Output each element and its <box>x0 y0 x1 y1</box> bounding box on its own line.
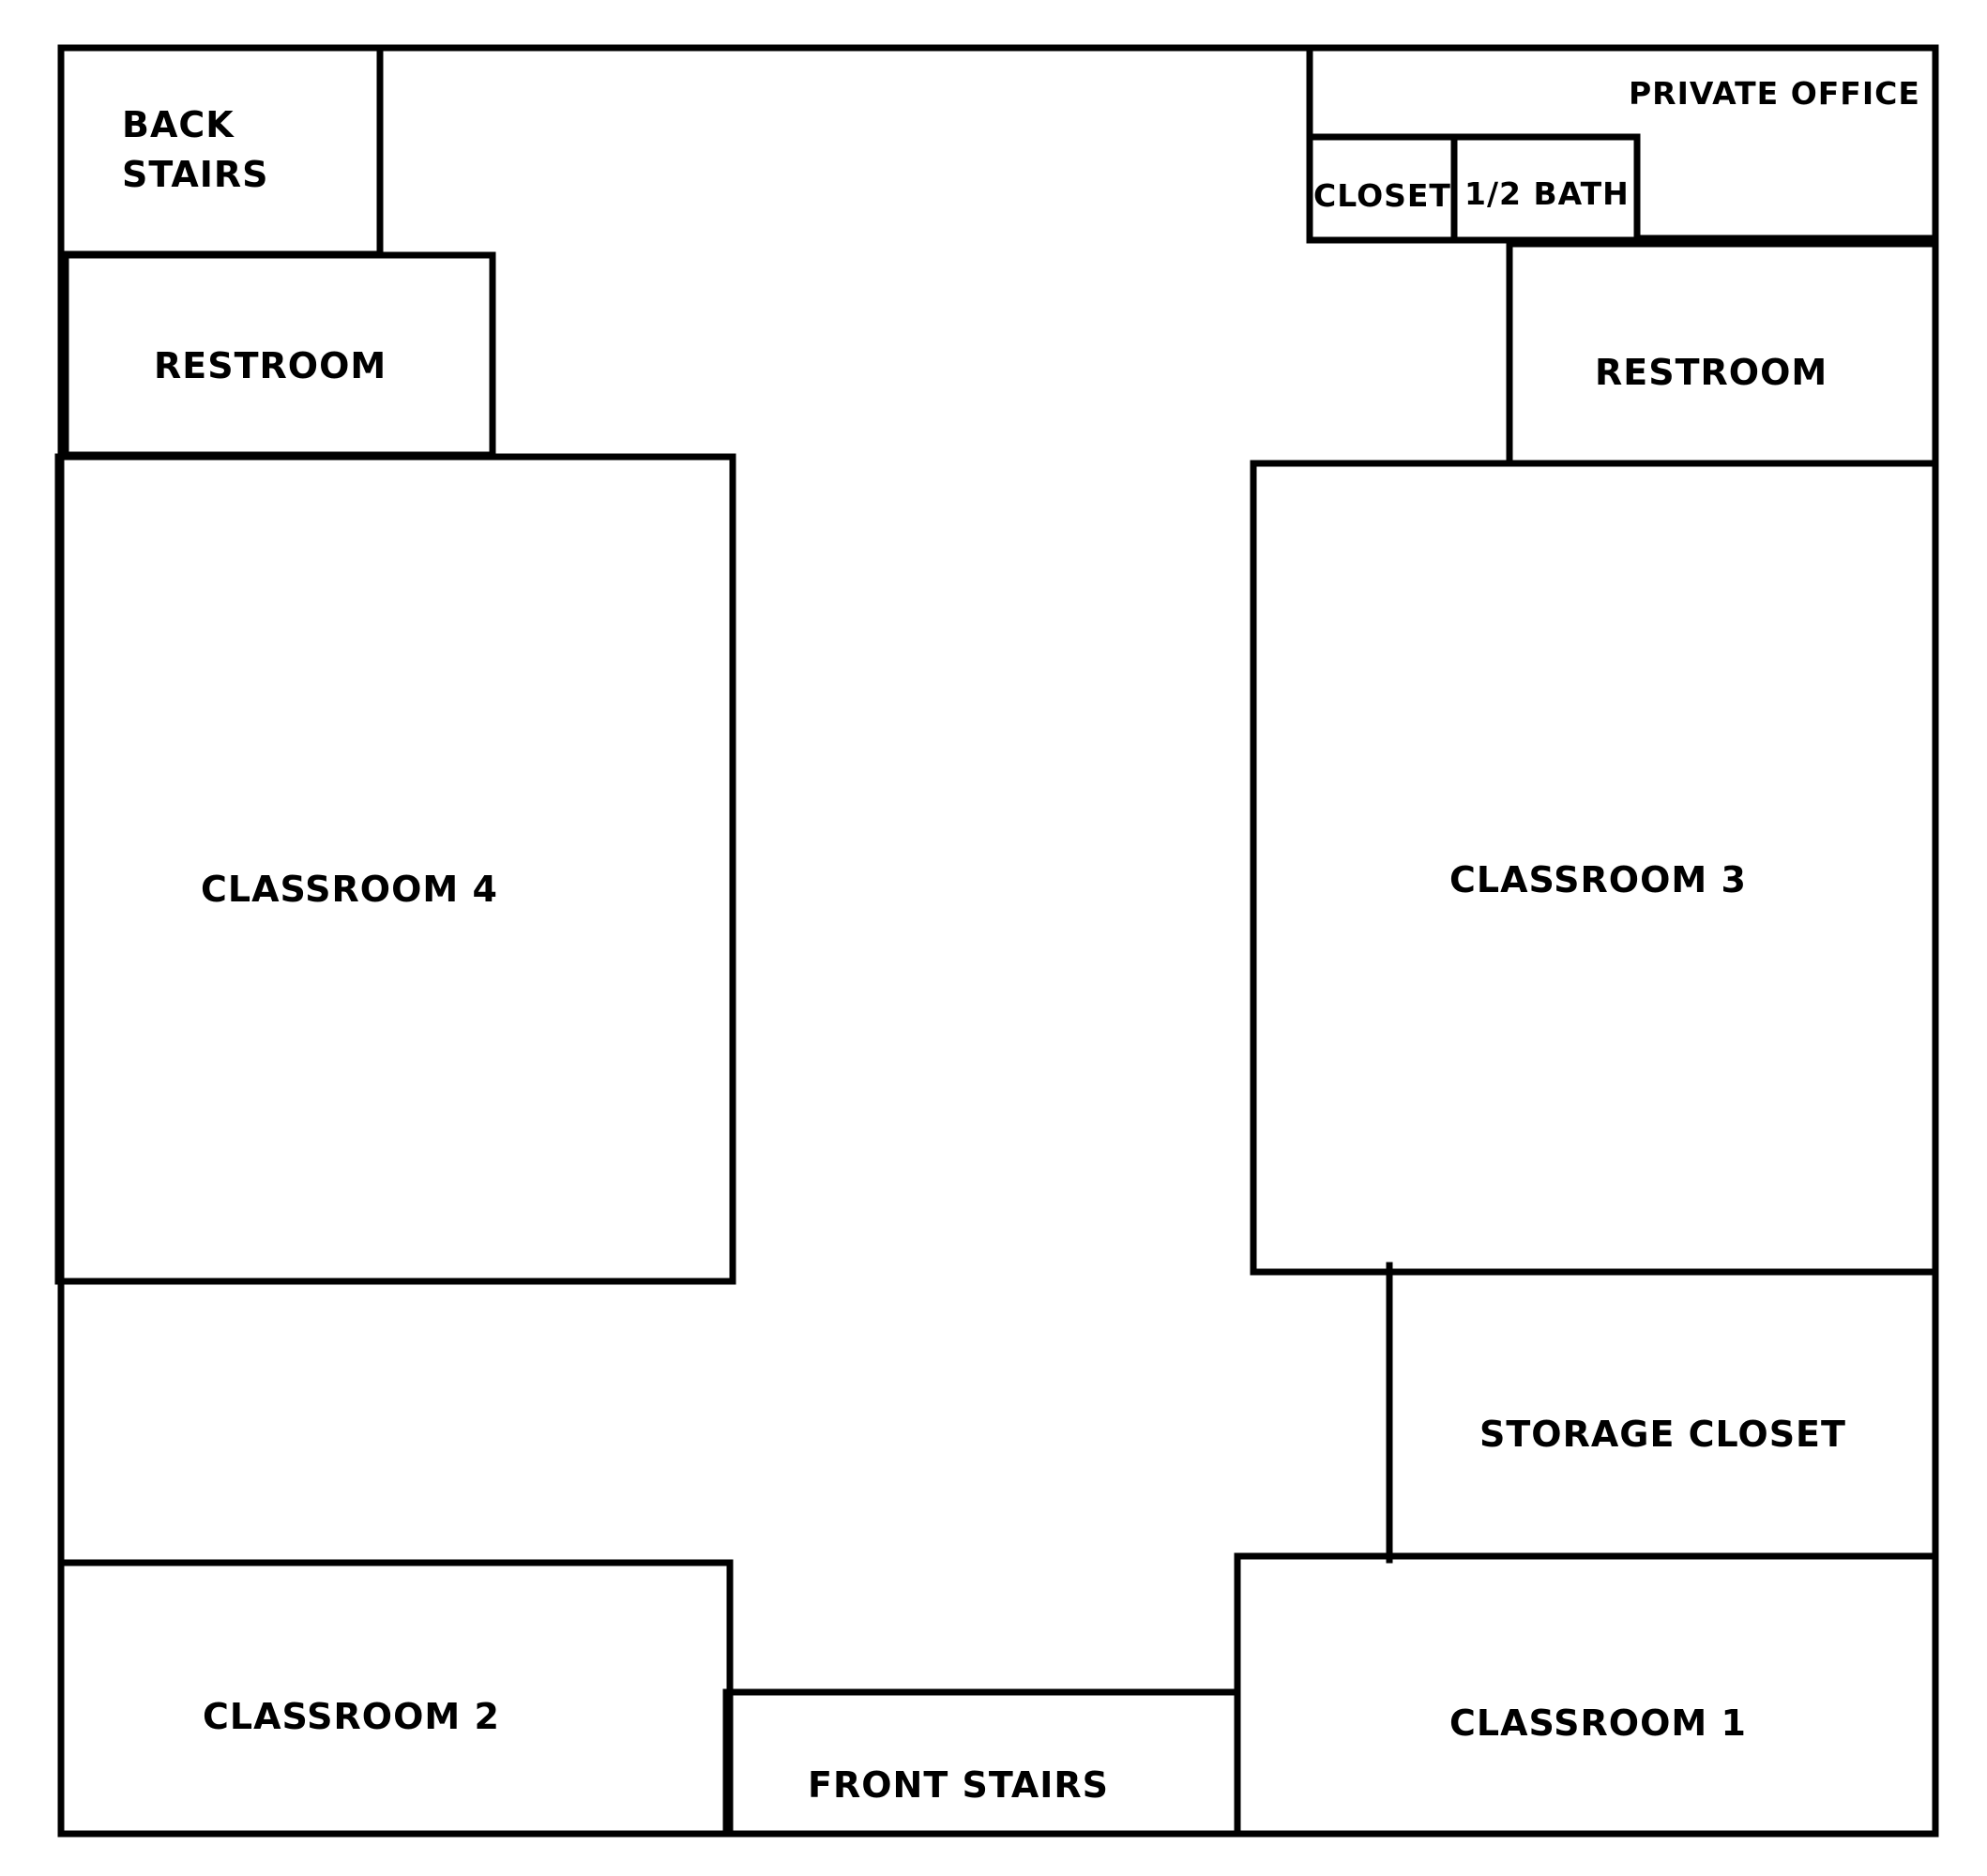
room-closet[interactable]: CLOSET <box>1306 133 1641 244</box>
room-restroom-right[interactable]: RESTROOM <box>1506 240 1939 464</box>
storage-closet-label: STORAGE CLOSET <box>1479 1414 1846 1455</box>
room-back-stairs[interactable]: BACK STAIRS <box>57 44 384 258</box>
classroom-1-label: CLASSROOM 1 <box>1449 1702 1747 1744</box>
room-private-office[interactable]: PRIVATE OFFICE <box>1306 44 1939 244</box>
restroom-left-label: RESTROOM <box>154 345 387 386</box>
room-classroom-2[interactable]: CLASSROOM 2 <box>57 1559 734 1838</box>
half-bath-label: 1/2 BATH <box>1464 175 1630 212</box>
closet-label: CLOSET <box>1313 177 1451 214</box>
front-stairs-label: FRONT STAIRS <box>808 1764 1109 1806</box>
classroom-3-walls <box>1250 460 1939 1276</box>
room-storage-closet[interactable]: STORAGE CLOSET <box>1234 1262 1939 1564</box>
room-classroom-1[interactable]: CLASSROOM 1 <box>1234 1552 1747 1838</box>
restroom-right-label: RESTROOM <box>1595 352 1828 393</box>
room-classroom-4[interactable]: CLASSROOM 4 <box>54 453 736 1285</box>
room-half-bath[interactable]: 1/2 BATH <box>1464 133 1641 244</box>
back-stairs-label-line2: STAIRS <box>122 154 269 195</box>
private-office-label: PRIVATE OFFICE <box>1629 75 1920 112</box>
classroom-3-label: CLASSROOM 3 <box>1449 859 1747 900</box>
room-classroom-3[interactable]: CLASSROOM 3 <box>1250 460 1939 1276</box>
classroom-2-label: CLASSROOM 2 <box>203 1696 500 1737</box>
room-restroom-left[interactable]: RESTROOM <box>62 251 496 459</box>
back-stairs-label-line1: BACK <box>122 104 235 145</box>
classroom-4-walls <box>54 453 736 1285</box>
classroom-4-label: CLASSROOM 4 <box>201 869 498 910</box>
room-front-stairs[interactable]: FRONT STAIRS <box>722 1688 1241 1838</box>
